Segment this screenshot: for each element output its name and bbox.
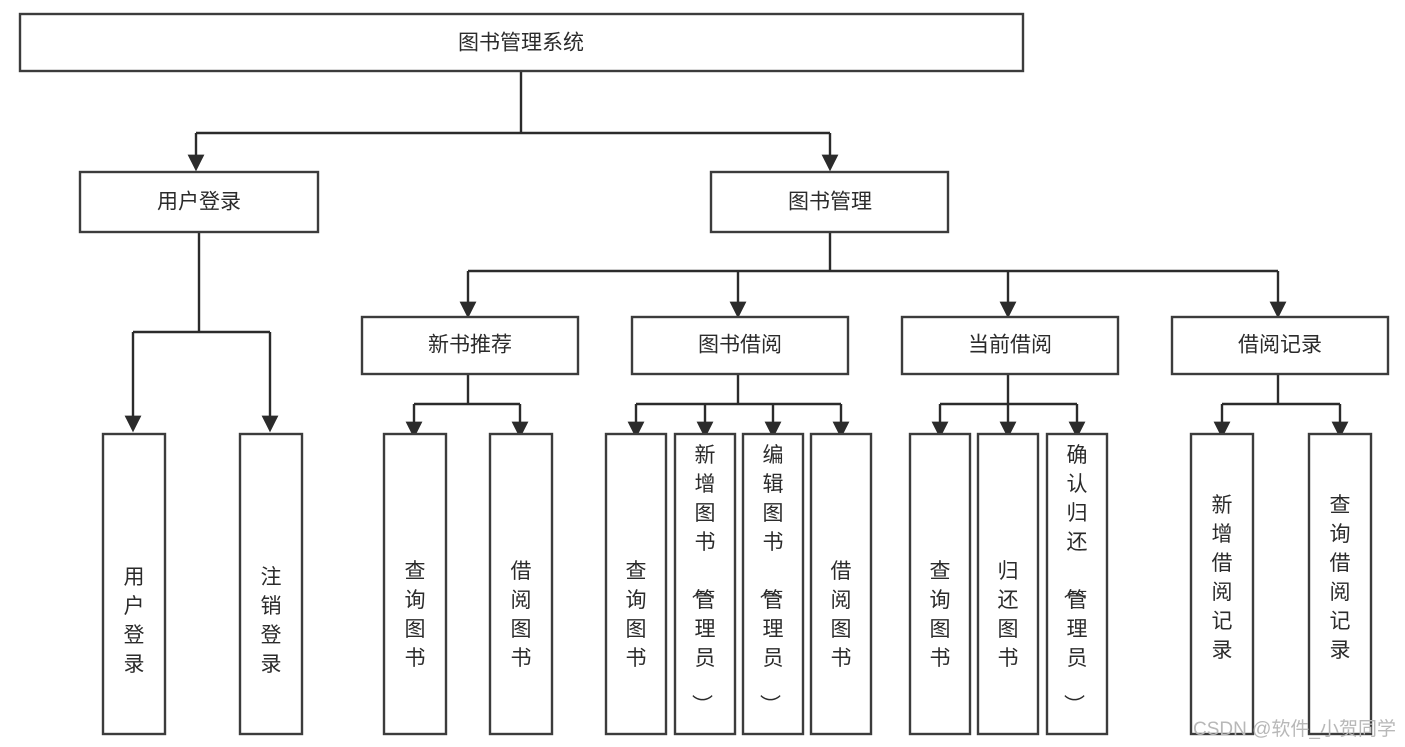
node-root[interactable]: 图书管理系统	[18, 12, 1025, 73]
node-leaf-query-record-label: 查询借阅记录	[1330, 494, 1351, 662]
csdn-watermark: CSDN @软件_小贺同学	[1193, 718, 1396, 740]
node-leaf-add-book[interactable]: 新增图书（管理员）	[673, 432, 737, 736]
node-leaf-query-book-3-label: 查询图书	[930, 560, 951, 670]
node-leaf-user-login-label: 用户登录	[124, 566, 145, 676]
node-book-manage-label: 图书管理	[788, 191, 872, 214]
node-book-borrow[interactable]: 图书借阅	[630, 315, 850, 376]
node-leaf-confirm-return-label: 确认归还（管理员）	[1062, 444, 1088, 715]
node-leaf-user-logout-label: 注销登录	[261, 566, 282, 676]
node-leaf-edit-book-label: 编辑图书（管理员）	[758, 444, 784, 715]
node-leaf-edit-book-box	[741, 432, 805, 736]
node-leaf-user-logout[interactable]: 注销登录	[238, 432, 304, 736]
node-book-borrow-box	[630, 315, 850, 376]
node-leaf-borrow-book-2-box	[809, 432, 873, 736]
node-current-borrow[interactable]: 当前借阅	[900, 315, 1120, 376]
node-new-book-recommend-box	[360, 315, 580, 376]
node-user-login-box	[78, 170, 320, 234]
node-leaf-add-record[interactable]: 新增借阅记录	[1189, 432, 1255, 736]
node-book-manage-box	[709, 170, 950, 234]
node-book-manage[interactable]: 图书管理	[709, 170, 950, 234]
node-leaf-query-book-2-label: 查询图书	[626, 560, 647, 670]
node-root-box	[18, 12, 1025, 73]
node-leaf-add-record-label: 新增借阅记录	[1212, 494, 1233, 662]
node-leaf-query-book-2[interactable]: 查询图书	[604, 432, 668, 736]
node-user-login-label: 用户登录	[157, 191, 241, 214]
node-leaf-query-book-1[interactable]: 查询图书	[382, 432, 448, 736]
node-borrow-record-label: 借阅记录	[1238, 334, 1322, 357]
node-leaf-return-book[interactable]: 归还图书	[976, 432, 1040, 736]
node-leaf-borrow-book-1-box	[488, 432, 554, 736]
node-leaf-borrow-book-2[interactable]: 借阅图书	[809, 432, 873, 736]
node-leaf-user-login-box	[101, 432, 167, 736]
node-book-borrow-label: 图书借阅	[698, 334, 782, 357]
node-leaf-add-book-box	[673, 432, 737, 736]
connector-layer	[124, 71, 1349, 439]
node-leaf-query-book-1-label: 查询图书	[405, 560, 426, 670]
node-leaf-query-book-3-box	[908, 432, 972, 736]
node-borrow-record[interactable]: 借阅记录	[1170, 315, 1390, 376]
node-leaf-return-book-label: 归还图书	[998, 560, 1019, 670]
node-user-login[interactable]: 用户登录	[78, 170, 320, 234]
node-current-borrow-box	[900, 315, 1120, 376]
node-new-book-recommend-label: 新书推荐	[428, 334, 512, 357]
node-leaf-query-record-box	[1307, 432, 1373, 736]
node-leaf-add-record-box	[1189, 432, 1255, 736]
node-leaf-borrow-book-1[interactable]: 借阅图书	[488, 432, 554, 736]
node-leaf-query-book-2-box	[604, 432, 668, 736]
node-leaf-user-logout-box	[238, 432, 304, 736]
node-leaf-borrow-book-2-label: 借阅图书	[831, 560, 852, 670]
node-leaf-borrow-book-1-label: 借阅图书	[511, 560, 532, 670]
node-leaf-query-book-1-box	[382, 432, 448, 736]
node-root-label: 图书管理系统	[458, 32, 584, 55]
node-leaf-user-login[interactable]: 用户登录	[101, 432, 167, 736]
node-borrow-record-box	[1170, 315, 1390, 376]
node-leaf-edit-book[interactable]: 编辑图书（管理员）	[741, 432, 805, 736]
node-leaf-query-book-3[interactable]: 查询图书	[908, 432, 972, 736]
node-leaf-confirm-return-box	[1045, 432, 1109, 736]
node-new-book-recommend[interactable]: 新书推荐	[360, 315, 580, 376]
node-leaf-confirm-return[interactable]: 确认归还（管理员）	[1045, 432, 1109, 736]
node-current-borrow-label: 当前借阅	[968, 334, 1052, 357]
node-leaf-return-book-box	[976, 432, 1040, 736]
node-leaf-add-book-label: 新增图书（管理员）	[690, 444, 716, 715]
node-leaf-query-record[interactable]: 查询借阅记录	[1307, 432, 1373, 736]
